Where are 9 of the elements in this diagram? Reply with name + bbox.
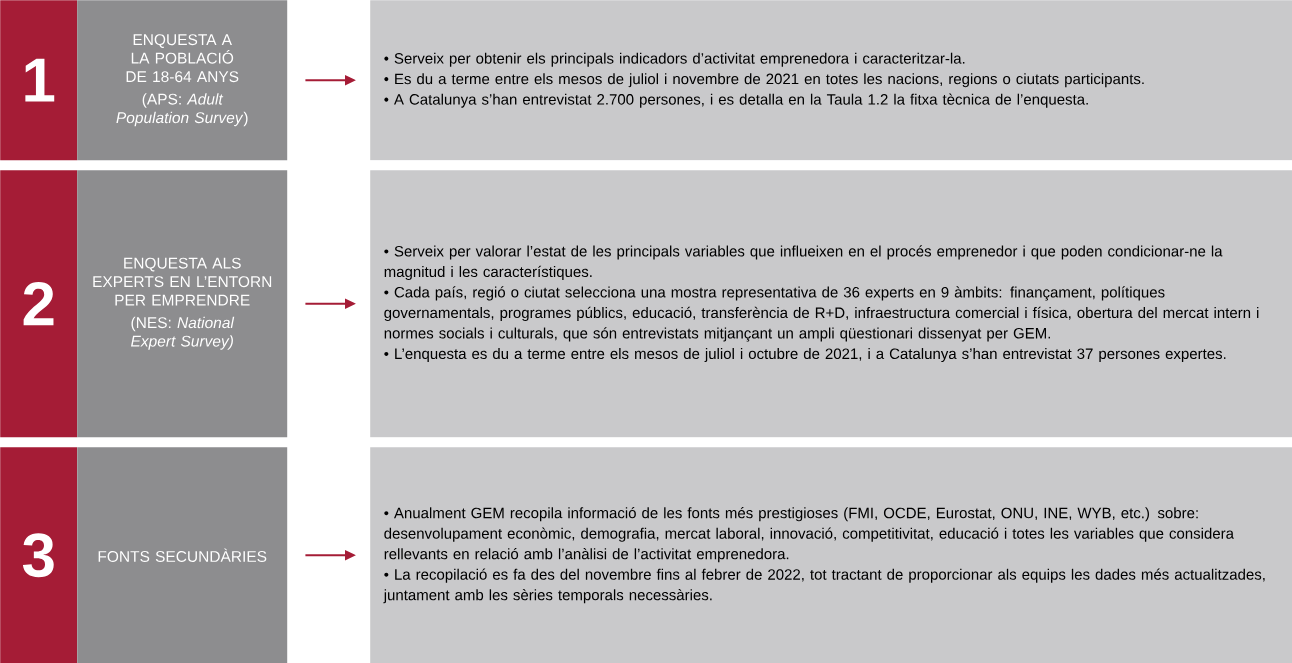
method-box: FONTS SECUNDÀRIES [77,447,288,663]
method-box: ENQUESTA A LA POBLACIÓ DE 18-64 ANYS (APS: Adult Population Survey) [77,0,288,161]
description-box: • Serveix per valorar l’estat de les principals variables que influeixen en el procés emprenedor i que poden condicionar-ne la magnitud i les característiques. • Cada país, regió o ciutat selecciona una mostra representativa de 36 experts en 9 àmbits: finançament, polítiques governamentals, programes públics, educació, transferència de R+D, infraestructura comercial i física, obertura del mercat intern i normes socials i culturals, que són entrevistats mitjançant un ampli qüestionari dissenyat per GEM. • L’enquesta es du a terme entre els mesos de juliol i octubre de 2021, i a Catalunya s’han entrevistat 37 persones expertes. [370,170,1292,438]
number-box: 2 [0,170,78,438]
number-box: 1 [0,0,78,161]
number-box: 3 [0,447,78,663]
description-box: • Serveix per obtenir els principals indicadors d’activitat emprenedora i caracteritzar-la. • Es du a terme entre els mesos de juliol i novembre de 2021 en totes les nacions, regions o ciutats participants. • A Catalunya s’han entrevistat 2.700 persones, i es detalla en la Taula 1.2 la fitxa tècnica de l’enquesta. [370,0,1292,161]
description-box: • Anualment GEM recopila informació de les fonts més prestigioses (FMI, OCDE, Eurostat, ONU, INE, WYB, etc.) sobre: desenvolupament econòmic, demografia, mercat laboral, innovació, competitivitat, educació i totes les variables que considera rellevants en relació amb l’anàlisi de l’activitat emprenedora. • La recopilació es fa des del novembre fins al febrer de 2022, tot tractant de proporcionar als equips les dades més actualitzades, juntament amb les sèries temporals necessàries. [370,447,1292,663]
method-box: ENQUESTA ALS EXPERTS EN L’ENTORN PER EMPRENDRE (NES: National Expert Survey) [77,170,288,438]
